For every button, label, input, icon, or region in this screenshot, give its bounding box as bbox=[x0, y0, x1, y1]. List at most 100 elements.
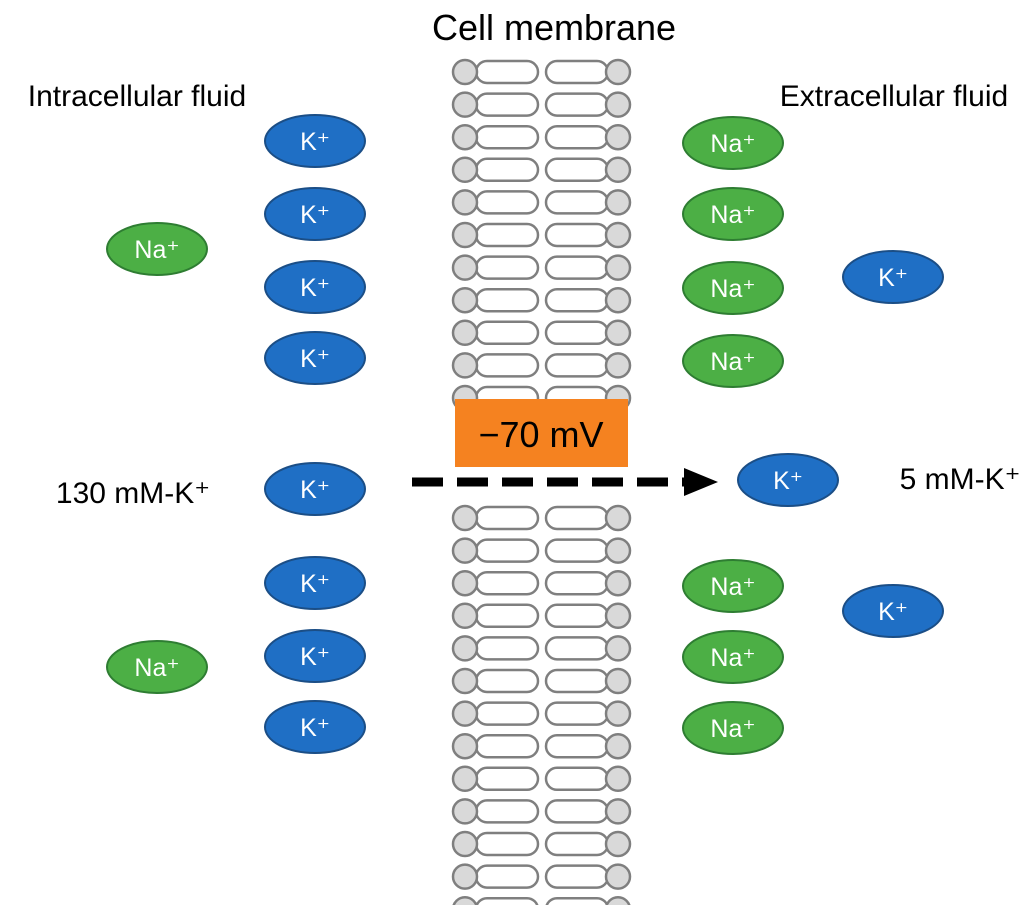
potassium-ion-shape bbox=[264, 629, 366, 683]
lipid-head bbox=[604, 602, 632, 630]
lipid-head bbox=[451, 700, 479, 727]
sodium-ion-na-in-2: Na⁺ bbox=[106, 640, 208, 694]
lipid-head bbox=[604, 189, 632, 216]
lipid-head bbox=[452, 895, 478, 905]
lipid-tail bbox=[474, 766, 540, 792]
lipid-tail bbox=[474, 190, 540, 215]
lipid-head bbox=[604, 569, 632, 597]
lipid-head bbox=[451, 569, 479, 597]
arrow-head bbox=[684, 468, 718, 496]
lipid-tail bbox=[544, 864, 610, 889]
potassium-ion-shape bbox=[737, 453, 839, 507]
lipid-tail bbox=[474, 222, 540, 248]
sodium-ion-shape bbox=[682, 334, 784, 388]
phospholipid-pair bbox=[451, 286, 632, 314]
potassium-ion-shape bbox=[264, 331, 366, 385]
lipid-tail bbox=[474, 864, 540, 889]
phospholipid-pair bbox=[451, 156, 632, 184]
intracellular-concentration-label: 130 mM-K⁺ bbox=[56, 477, 210, 510]
lipid-tail bbox=[474, 538, 540, 563]
potassium-ion-label: K⁺ bbox=[878, 598, 908, 626]
lipid-tail bbox=[544, 222, 610, 248]
potassium-ion-shape bbox=[264, 187, 366, 241]
lipid-head bbox=[604, 504, 632, 532]
lipid-tail bbox=[474, 287, 540, 313]
lipid-head bbox=[451, 602, 479, 630]
lipid-head bbox=[451, 798, 479, 825]
lipid-head bbox=[451, 765, 479, 793]
phospholipid-pair bbox=[451, 504, 632, 532]
lipid-head bbox=[604, 254, 632, 281]
sodium-ion-na-out-3: Na⁺ bbox=[682, 261, 784, 315]
phospholipid-pair bbox=[451, 700, 632, 727]
lipid-head bbox=[451, 221, 479, 249]
lipid-head bbox=[604, 221, 632, 249]
phospholipid-pair bbox=[451, 123, 632, 151]
lipid-bilayer bbox=[451, 58, 632, 905]
sodium-ion-shape bbox=[106, 222, 208, 276]
phospholipid-pair bbox=[451, 319, 632, 347]
potassium-ion-label: K⁺ bbox=[300, 476, 330, 504]
lipid-head bbox=[605, 895, 631, 905]
lipid-tail bbox=[544, 799, 610, 824]
sodium-ion-na-out-4: Na⁺ bbox=[682, 334, 784, 388]
lipid-head bbox=[451, 189, 479, 216]
lipid-tail bbox=[474, 505, 540, 531]
membrane-potential-rect bbox=[455, 399, 628, 467]
intracellular-ions: K⁺K⁺Na⁺K⁺K⁺K⁺K⁺K⁺Na⁺K⁺ bbox=[106, 114, 366, 754]
lipid-head bbox=[451, 732, 479, 760]
extracellular-label: Extracellular fluid bbox=[780, 80, 1008, 113]
phospholipid-pair bbox=[451, 189, 632, 216]
phospholipid-pair bbox=[451, 732, 632, 760]
lipid-tail bbox=[474, 733, 540, 759]
sodium-ion-na-out-5: Na⁺ bbox=[682, 559, 784, 613]
lipid-head bbox=[604, 91, 632, 118]
lipid-head bbox=[451, 286, 479, 314]
potassium-ion-k-in-7: K⁺ bbox=[264, 629, 366, 683]
potassium-ion-label: K⁺ bbox=[300, 643, 330, 671]
diagram-title: Cell membrane bbox=[432, 7, 676, 48]
potassium-ion-label: K⁺ bbox=[300, 128, 330, 156]
extracellular-concentration-label: 5 mM-K⁺ bbox=[900, 463, 1021, 496]
potassium-ion-k-in-8: K⁺ bbox=[264, 700, 366, 754]
lipid-head bbox=[451, 352, 479, 379]
lipid-tail bbox=[474, 668, 540, 694]
phospholipid-pair bbox=[451, 352, 632, 379]
phospholipid-pair bbox=[451, 667, 632, 695]
lipid-head bbox=[451, 537, 479, 564]
lipid-head bbox=[604, 667, 632, 695]
lipid-tail bbox=[544, 733, 610, 759]
potassium-ion-k-out-1: K⁺ bbox=[842, 250, 944, 304]
sodium-ion-label: Na⁺ bbox=[710, 573, 755, 601]
lipid-tail bbox=[544, 831, 610, 857]
potassium-ion-k-in-3: K⁺ bbox=[264, 260, 366, 314]
sodium-ion-label: Na⁺ bbox=[134, 654, 179, 682]
lipid-head bbox=[604, 286, 632, 314]
lipid-tail bbox=[544, 59, 610, 85]
lipid-head bbox=[451, 156, 479, 184]
lipid-head bbox=[604, 830, 632, 858]
potassium-ion-shape bbox=[842, 584, 944, 638]
lipid-head bbox=[604, 123, 632, 151]
lipid-head bbox=[604, 319, 632, 347]
sodium-ion-shape bbox=[682, 116, 784, 170]
lipid-tail bbox=[544, 636, 610, 661]
sodium-ion-shape bbox=[682, 187, 784, 241]
lipid-tail bbox=[474, 124, 540, 150]
lipid-head bbox=[451, 123, 479, 151]
potassium-ion-label: K⁺ bbox=[300, 345, 330, 373]
lipid-tail bbox=[474, 799, 540, 824]
potassium-ion-k-in-4: K⁺ bbox=[264, 331, 366, 385]
sodium-ion-na-out-7: Na⁺ bbox=[682, 701, 784, 755]
potassium-ion-label: K⁺ bbox=[300, 274, 330, 302]
potassium-ion-k-in-2: K⁺ bbox=[264, 187, 366, 241]
phospholipid-pair bbox=[451, 830, 632, 858]
lipid-head bbox=[451, 830, 479, 858]
potassium-ion-shape bbox=[264, 462, 366, 516]
lipid-tail bbox=[544, 701, 610, 726]
phospholipid-pair bbox=[451, 254, 632, 281]
lipid-tail bbox=[544, 255, 610, 280]
lipid-tail bbox=[544, 766, 610, 792]
lipid-head bbox=[604, 635, 632, 662]
